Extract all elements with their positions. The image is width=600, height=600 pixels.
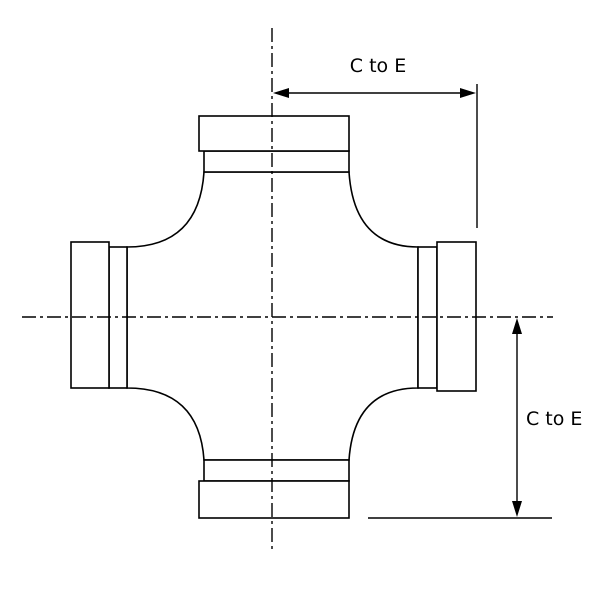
vertical-dimension: C to E [368,318,582,519]
left-outlet [70,241,128,389]
top-outlet [198,115,350,173]
horizontal-arrow-left [273,88,289,98]
horizontal-dimension-label: C to E [350,55,406,77]
vertical-arrow-bottom [512,501,522,517]
horizontal-dimension: C to E [273,55,478,228]
top-groove [203,150,350,173]
bottom-outlet [198,459,350,519]
left-end-collar [70,241,110,389]
vertical-arrow-top [512,318,522,334]
vertical-dimension-label: C to E [526,408,582,430]
bottom-end-collar [198,480,350,519]
top-end-collar [198,115,350,152]
horizontal-arrow-right [460,88,476,98]
bottom-groove [203,459,350,482]
